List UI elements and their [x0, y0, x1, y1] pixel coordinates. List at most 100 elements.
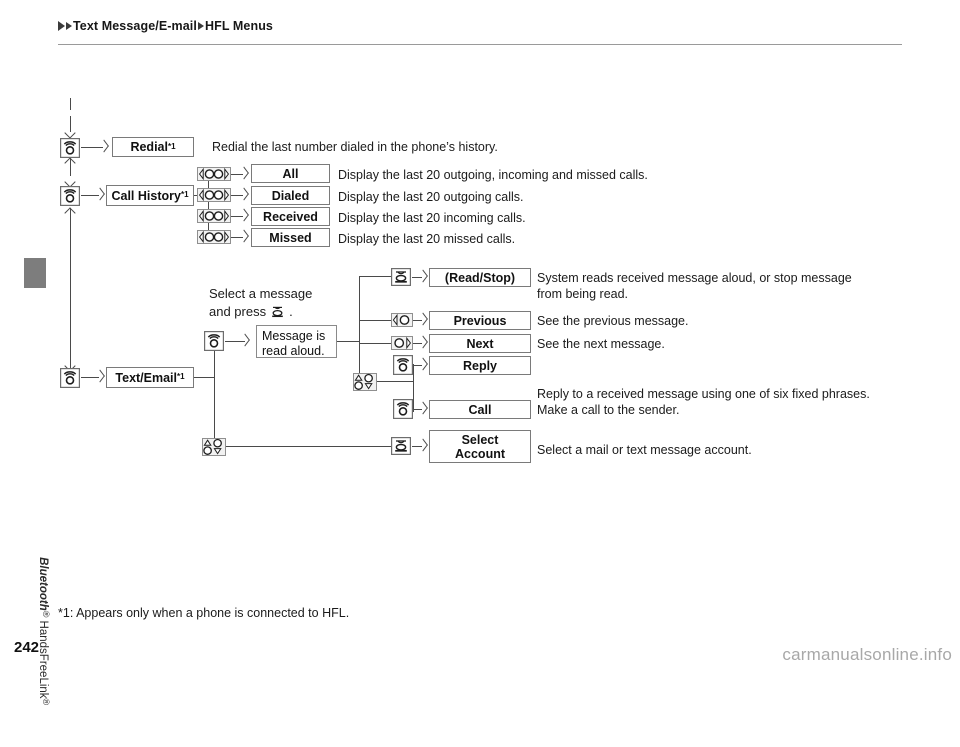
menu-item-dialed[interactable]: Dialed — [251, 186, 330, 205]
flow-line — [70, 116, 71, 132]
footnote-marker: *1 — [167, 141, 176, 151]
flow-line — [231, 216, 243, 217]
triangle-right-icon — [66, 22, 72, 30]
registered-mark-icon: ® — [41, 698, 52, 706]
menu-node-label: Text/Email — [115, 370, 178, 385]
menu-node-label: Redial — [130, 140, 168, 154]
hfl-phone-button-icon[interactable] — [60, 186, 80, 206]
menu-item-label-line1: Select — [461, 432, 499, 447]
instruction-caption: Select a message and press . — [209, 285, 389, 321]
instruction-line3: . — [289, 303, 293, 319]
description-all: Display the last 20 outgoing, incoming a… — [338, 168, 648, 182]
knob-left-icon[interactable] — [391, 313, 413, 327]
knob-rotate-icon[interactable] — [197, 209, 231, 223]
note-line2: read aloud. — [262, 344, 325, 359]
knob-press-icon[interactable] — [391, 268, 411, 286]
arrow-up-icon — [64, 206, 76, 216]
arrow-right-icon — [240, 231, 250, 243]
flow-line — [377, 381, 413, 382]
flow-line — [413, 320, 422, 321]
flow-line — [194, 377, 214, 378]
arrow-right-icon — [419, 337, 429, 349]
flow-line — [225, 341, 245, 342]
hfl-phone-button-icon[interactable] — [393, 399, 413, 419]
knob-right-icon[interactable] — [391, 336, 413, 350]
menu-node-redial[interactable]: Redial*1 — [112, 137, 194, 157]
instruction-line2: and press — [209, 303, 267, 319]
flow-line — [81, 377, 99, 378]
arrow-right-icon — [419, 440, 429, 452]
flow-line — [413, 343, 422, 344]
breadcrumb-item-hfl-menus: HFL Menus — [204, 19, 273, 33]
note-message-read-aloud: Message is read aloud. — [256, 325, 337, 358]
flow-line — [226, 446, 391, 447]
menu-node-call-history[interactable]: Call History*1 — [106, 185, 194, 206]
flow-line — [231, 195, 243, 196]
description-read-stop: System reads received message aloud, or … — [537, 270, 917, 302]
menu-node-label: Call History — [111, 188, 181, 203]
flow-line — [359, 276, 360, 381]
note-line1: Message is — [262, 329, 326, 343]
triangle-right-icon — [197, 22, 204, 30]
arrow-right-icon — [419, 359, 429, 371]
breadcrumb: Text Message/E-mail HFL Menus — [58, 19, 273, 33]
page-number: 242 — [14, 639, 40, 656]
arrow-right-icon — [96, 189, 106, 201]
menu-node-text-email[interactable]: Text/Email*1 — [106, 367, 194, 388]
description-reply-call: Reply to a received message using one of… — [537, 386, 917, 418]
knob-rotate-icon[interactable] — [197, 188, 231, 202]
header-divider — [58, 44, 902, 45]
flow-line — [337, 341, 359, 342]
flow-line — [412, 446, 422, 447]
flow-line — [359, 320, 391, 321]
flow-line — [359, 276, 391, 277]
menu-item-previous[interactable]: Previous — [429, 311, 531, 330]
menu-item-missed[interactable]: Missed — [251, 228, 330, 247]
instruction-line1: Select a message — [209, 286, 313, 301]
flow-line — [413, 409, 422, 410]
flow-line — [413, 364, 414, 412]
hfl-phone-button-icon[interactable] — [60, 138, 80, 158]
footnote-marker: *1 — [180, 190, 189, 200]
arrow-right-icon — [96, 371, 106, 383]
knob-press-icon[interactable] — [391, 437, 411, 455]
hfl-phone-button-icon[interactable] — [204, 331, 224, 351]
flow-line — [214, 350, 215, 446]
menu-item-read-stop[interactable]: (Read/Stop) — [429, 268, 531, 287]
knob-rotate-icon[interactable] — [197, 230, 231, 244]
menu-item-select-account[interactable]: Select Account — [429, 430, 531, 463]
flow-line — [231, 174, 243, 175]
triangle-right-icon — [58, 21, 65, 31]
description-redial: Redial the last number dialed in the pho… — [212, 140, 498, 154]
flow-line — [81, 195, 99, 196]
breadcrumb-item-text-message: Text Message/E-mail — [73, 19, 197, 33]
menu-item-reply[interactable]: Reply — [429, 356, 531, 375]
description-previous: See the previous message. — [537, 314, 689, 328]
menu-item-all[interactable]: All — [251, 164, 330, 183]
description-line1: System reads received message aloud, or … — [537, 271, 852, 285]
hfl-phone-button-icon[interactable] — [60, 368, 80, 388]
description-line2: from being read. — [537, 287, 629, 301]
menu-item-received[interactable]: Received — [251, 207, 330, 226]
flow-line — [359, 343, 391, 344]
hfl-phone-button-icon[interactable] — [393, 355, 413, 375]
flow-line — [413, 365, 422, 366]
arrow-right-icon — [240, 210, 250, 222]
section-tab-marker — [24, 258, 46, 288]
knob-up-down-icon[interactable] — [353, 373, 377, 391]
hfl-menu-flow-diagram: Redial*1 Redial the last number dialed i… — [0, 0, 960, 678]
watermark: carmanualsonline.info — [782, 645, 952, 664]
flow-line — [70, 208, 71, 373]
flow-line — [70, 98, 71, 110]
knob-rotate-icon[interactable] — [197, 167, 231, 181]
description-received: Display the last 20 incoming calls. — [338, 211, 526, 225]
menu-item-call[interactable]: Call — [429, 400, 531, 419]
arrow-right-icon — [241, 335, 251, 347]
flow-line — [412, 277, 422, 278]
knob-up-down-icon[interactable] — [202, 438, 226, 456]
knob-press-icon — [270, 305, 285, 319]
menu-item-next[interactable]: Next — [429, 334, 531, 353]
description-dialed: Display the last 20 outgoing calls. — [338, 190, 524, 204]
footnote-marker: *1 — [177, 372, 185, 382]
manual-page: Text Message/E-mail HFL Menus Bluetooth®… — [0, 0, 960, 678]
